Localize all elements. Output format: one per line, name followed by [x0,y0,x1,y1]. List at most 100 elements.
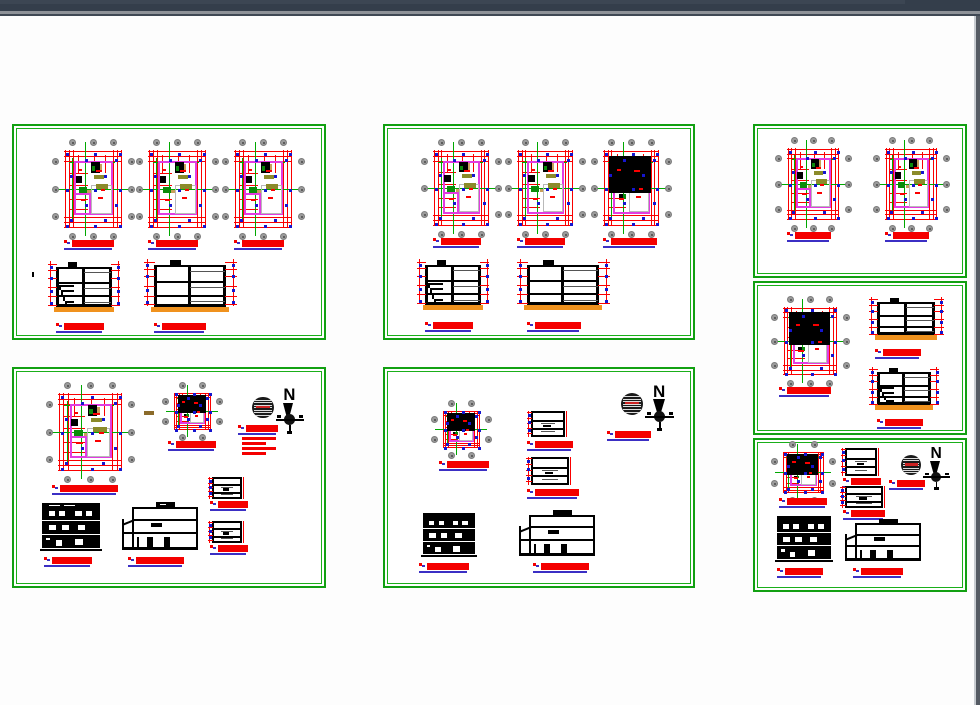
beam-line [783,451,823,453]
sheet-7-content: N [385,369,697,590]
node-marker [786,464,790,468]
section-wall [212,477,214,499]
door-swing [257,189,261,194]
node-marker [486,188,490,191]
window [73,537,85,547]
dimension-line [516,261,529,263]
window [47,523,58,532]
grid-bubble [109,382,117,389]
node-marker [209,485,212,489]
cad-sheet-top-left[interactable] [12,124,326,340]
node-marker [208,393,212,397]
dimension-line [111,270,121,272]
node-marker [114,402,118,406]
beam-line [787,218,839,220]
beam-line [885,214,937,216]
interior-line [541,431,555,433]
stair-block [531,185,539,192]
node-marker [94,189,98,192]
node-marker [49,289,53,293]
section-wall [478,265,481,304]
node-marker [118,395,122,399]
grid-bubble [873,205,880,213]
grid-bubble [771,361,778,369]
node-marker [841,501,845,505]
floor-plan-3 [226,142,300,236]
grid-bubble [431,415,438,423]
room-tag [80,198,87,201]
dimension-line [824,152,826,169]
west-tip [277,415,282,419]
cad-sheet-top-middle[interactable] [383,124,695,340]
sheet-4-content [755,283,969,437]
grid-bubble [943,155,950,163]
grid-bubble [810,441,818,448]
stair-tread [61,290,74,293]
window [45,536,52,542]
node-marker [527,468,531,472]
stair-riser [63,295,66,301]
interior-line [84,272,111,274]
stair-block [262,166,266,171]
node-marker [150,225,154,229]
interior-line [221,530,233,532]
title-bar-tag [877,419,883,425]
node-marker [177,404,181,408]
window [461,519,469,527]
cad-sheet-middle-right[interactable] [753,281,967,435]
node-marker [232,288,236,292]
grid-bubble [627,231,635,238]
grid-bubble [607,231,615,238]
fixture-block [245,175,253,184]
title-bar-underline [238,433,276,435]
title-bar-underline [777,576,821,578]
node-marker [91,468,95,472]
grid-bubble [298,158,305,166]
beam-line [603,220,659,221]
dimension-line [64,427,85,429]
dimension-line [48,296,58,298]
node-marker [931,156,935,160]
cad-sheet-bottom-right[interactable]: N [753,438,967,592]
grid-bubble [194,139,202,146]
room-tag [194,401,198,404]
floor-plan-2 [509,142,581,234]
node-marker [870,301,874,305]
node-marker [912,217,916,221]
dimension-chain [606,259,608,304]
grid-bubble [505,184,512,192]
title-bar-tag [433,238,439,244]
node-marker [570,188,574,191]
cad-sheet-bottom-middle[interactable]: N [383,367,695,588]
grid-bubble [771,337,778,345]
interior-line [542,469,558,471]
dimension-line [526,433,532,435]
node-marker [814,150,818,154]
dimension-line [480,275,490,277]
node-marker [792,211,796,215]
stair-tread [430,288,443,291]
node-marker [477,411,481,415]
roof-slab-fill [789,312,830,346]
cad-sheet-bottom-left[interactable]: N [12,367,326,588]
stair-block [74,429,84,437]
dimension-line [522,207,541,209]
title-bar-tag [779,387,785,393]
beam-line [58,464,122,466]
node-marker [418,287,422,291]
node-marker [232,264,236,268]
title-bar-underline [603,246,655,248]
interior-line [854,469,868,471]
node-marker [605,223,609,227]
section-title-block-1 [875,349,921,360]
parapet-panel [428,514,440,517]
cad-sheet-top-right[interactable] [753,124,967,278]
dimension-line [48,263,58,265]
grid-bubble [216,397,223,405]
titlebar-divider-shadow [0,14,980,16]
dimension-line [111,287,121,288]
title-bar-underline [234,248,282,250]
node-marker [537,202,541,206]
dimension-chain [877,448,879,476]
grid-bubble [806,296,814,303]
